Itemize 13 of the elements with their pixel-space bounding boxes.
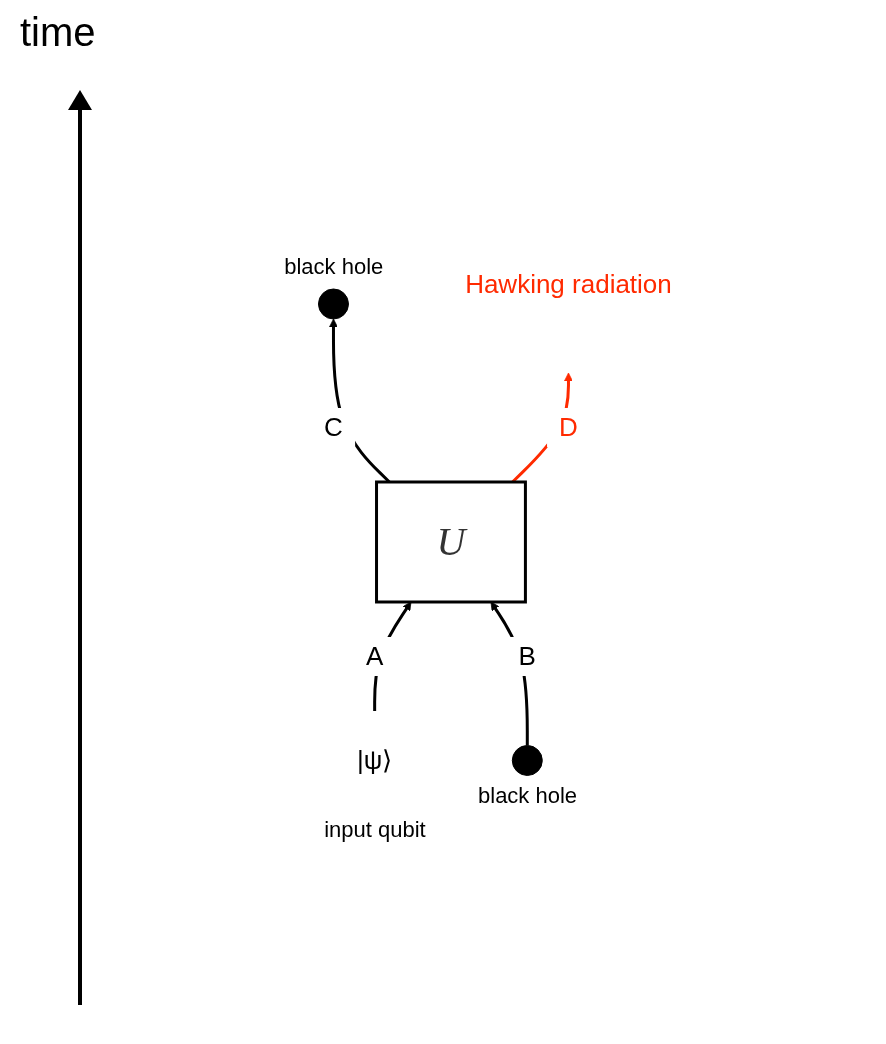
edge-label: C	[324, 411, 344, 442]
edge-label: B	[518, 640, 537, 671]
node-caption: input qubit	[324, 817, 426, 844]
node-text: |ψ⟩	[357, 744, 393, 775]
node-caption: black hole	[284, 254, 384, 281]
axis-label: time	[20, 10, 96, 55]
node-box: U	[375, 480, 528, 603]
node-caption: black hole	[478, 783, 578, 809]
node-circle	[512, 744, 544, 776]
edge-label: A	[366, 640, 384, 671]
node-text: Hawking radiation	[465, 268, 673, 299]
edge-label: D	[559, 411, 579, 442]
node-circle	[318, 288, 350, 319]
